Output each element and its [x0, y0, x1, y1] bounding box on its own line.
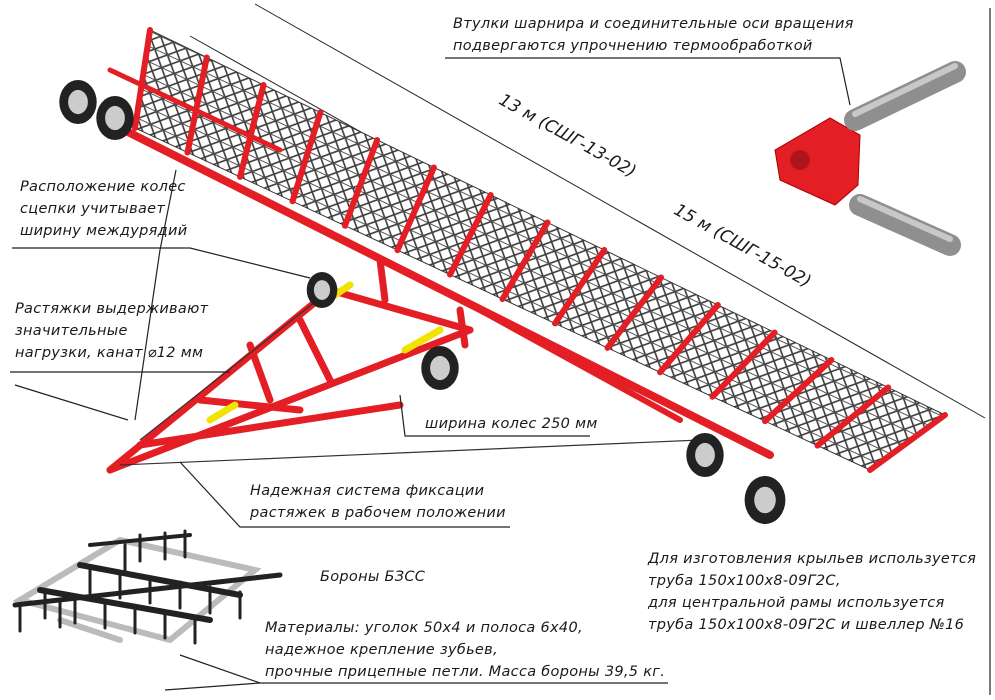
harrows-title: Бороны БЗСС — [320, 569, 426, 585]
wheel — [59, 80, 97, 124]
frame-cross-beam — [867, 412, 948, 473]
main-frame — [107, 67, 774, 459]
wheel — [744, 476, 786, 524]
axle-pin-bottom — [849, 194, 961, 256]
wheel — [306, 272, 338, 308]
frame-cross-beam — [184, 54, 210, 156]
hinge-note-line: подвергаются упрочнению термообработкой — [453, 38, 813, 54]
wheel — [96, 96, 134, 140]
braces-line: Растяжки выдерживают — [15, 301, 209, 317]
frame-cross-beam — [342, 137, 381, 229]
materials-note: Материалы: уголок 50х4 и полоса 6х40, на… — [265, 617, 665, 683]
frame-cross-beam — [289, 109, 324, 205]
frame-cross-beam — [552, 247, 608, 327]
frame-cross-beam — [132, 27, 153, 131]
wheel-position-line: Расположение колес — [20, 179, 186, 195]
leader-lines — [10, 8, 991, 695]
frame-cross-beam — [447, 192, 494, 278]
frame-cross-beam — [814, 384, 892, 449]
wings-note-line: для центральной рамы используется — [648, 595, 945, 611]
wings-note-line: труба 150х100х8-09Г2С, — [648, 573, 841, 589]
wheel-position-line: сцепки учитывает — [20, 201, 166, 217]
materials-line: надежное крепление зубьев, — [265, 642, 498, 658]
wings-note-line: Для изготовления крыльев используется — [648, 551, 977, 567]
materials-line: прочные прицепные петли. Масса бороны 39… — [265, 664, 666, 680]
wheel — [421, 346, 459, 390]
braces-line: значительные — [15, 323, 128, 339]
materials-line: Материалы: уголок 50х4 и полоса 6х40, — [265, 620, 583, 636]
wings-note-line: труба 150х100х8-09Г2С и швеллер №16 — [648, 617, 965, 633]
hinge-note: Втулки шарнира и соединительные оси вращ… — [453, 13, 854, 57]
fixation-note: Надежная система фиксации растяжек в раб… — [250, 480, 506, 524]
braces-note: Растяжки выдерживают значительные нагруз… — [15, 298, 208, 364]
bzss-harrow-drawing — [12, 529, 283, 645]
frame-cross-beam — [657, 302, 721, 376]
brace-cables — [119, 289, 701, 466]
frame-cross-beam — [762, 357, 835, 425]
wheels — [59, 80, 786, 524]
braces-line: нагрузки, канат ⌀12 мм — [15, 345, 204, 361]
fixation-line: Надежная система фиксации — [250, 483, 485, 499]
hinge-detail — [774, 61, 966, 256]
frame-cross-beam — [709, 329, 778, 400]
frame-cross-beam — [394, 164, 437, 254]
frame-cross-beam — [604, 274, 665, 351]
wheel — [686, 433, 724, 477]
hinge-note-line: Втулки шарнира и соединительные оси вращ… — [453, 16, 854, 32]
frame-cross-beam — [237, 82, 267, 180]
fixation-line: растяжек в рабочем положении — [250, 505, 506, 521]
hitch-frame — [106, 256, 474, 474]
wheel-width-note: ширина колес 250 мм — [425, 416, 598, 432]
axle-pin-top — [844, 61, 966, 131]
wings-note: Для изготовления крыльев используется тр… — [648, 548, 976, 636]
wheel-position-note: Расположение колес сцепки учитывает шири… — [20, 176, 187, 242]
frame-cross-beam — [499, 219, 551, 302]
wheel-position-line: ширину междурядий — [20, 223, 188, 239]
frame-cross-beams — [132, 27, 948, 473]
